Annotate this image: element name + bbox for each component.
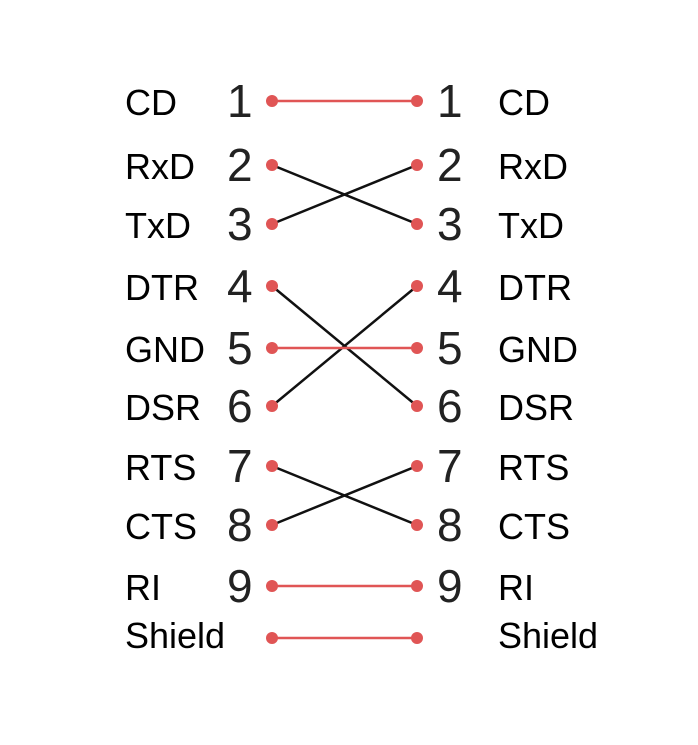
right-signal-label: Shield (498, 615, 598, 656)
right-pin-dot (411, 460, 423, 472)
left-pin-number: 7 (227, 440, 253, 492)
right-pin-number: 2 (437, 139, 463, 191)
left-pin-number: 3 (227, 198, 253, 250)
left-pin-dot (266, 280, 278, 292)
left-signal-label: DTR (125, 267, 199, 308)
pin-dots-layer (266, 95, 423, 644)
left-pin-number: 8 (227, 499, 253, 551)
left-pin-dot (266, 400, 278, 412)
left-signal-label: CTS (125, 506, 197, 547)
right-pin-dot (411, 342, 423, 354)
right-signal-label: TxD (498, 205, 564, 246)
left-pin-dot (266, 460, 278, 472)
right-pin-number: 8 (437, 499, 463, 551)
left-pin-dot (266, 580, 278, 592)
left-signal-label: DSR (125, 387, 201, 428)
left-signal-label: Shield (125, 615, 225, 656)
right-pin-dot (411, 632, 423, 644)
right-pin-dot (411, 159, 423, 171)
right-pin-number: 7 (437, 440, 463, 492)
left-signal-label: GND (125, 329, 205, 370)
left-pin-number: 5 (227, 322, 253, 374)
wire-3-to-2 (270, 163, 419, 226)
wire-6-to-4 (270, 284, 419, 408)
right-signal-label: RI (498, 567, 534, 608)
left-signal-label: RTS (125, 447, 196, 488)
left-pin-number: 6 (227, 380, 253, 432)
right-pin-dot (411, 95, 423, 107)
right-signal-label: DSR (498, 387, 574, 428)
left-signal-label: CD (125, 82, 177, 123)
left-pin-number: 4 (227, 260, 253, 312)
wire-8-to-7 (270, 464, 419, 527)
right-signal-label: RTS (498, 447, 569, 488)
right-pin-dot (411, 400, 423, 412)
right-pin-number: 5 (437, 322, 463, 374)
right-pin-dot (411, 519, 423, 531)
left-signal-label: RI (125, 567, 161, 608)
left-pin-dot (266, 632, 278, 644)
right-pin-number: 1 (437, 75, 463, 127)
right-signal-label: GND (498, 329, 578, 370)
left-pin-dot (266, 519, 278, 531)
left-pin-number: 2 (227, 139, 253, 191)
right-pin-number: 9 (437, 560, 463, 612)
left-pin-dot (266, 218, 278, 230)
wires-layer (270, 99, 419, 640)
right-signal-label: CTS (498, 506, 570, 547)
right-pin-number: 3 (437, 198, 463, 250)
right-pin-dot (411, 218, 423, 230)
left-pin-dot (266, 342, 278, 354)
left-pin-number: 9 (227, 560, 253, 612)
right-pin-number: 6 (437, 380, 463, 432)
left-pin-dot (266, 95, 278, 107)
right-signal-label: CD (498, 82, 550, 123)
left-signal-label: RxD (125, 146, 195, 187)
right-pin-number: 4 (437, 260, 463, 312)
right-signal-label: RxD (498, 146, 568, 187)
left-signal-label: TxD (125, 205, 191, 246)
right-signal-label: DTR (498, 267, 572, 308)
right-pin-dot (411, 580, 423, 592)
left-pin-number: 1 (227, 75, 253, 127)
left-pin-dot (266, 159, 278, 171)
right-pin-dot (411, 280, 423, 292)
